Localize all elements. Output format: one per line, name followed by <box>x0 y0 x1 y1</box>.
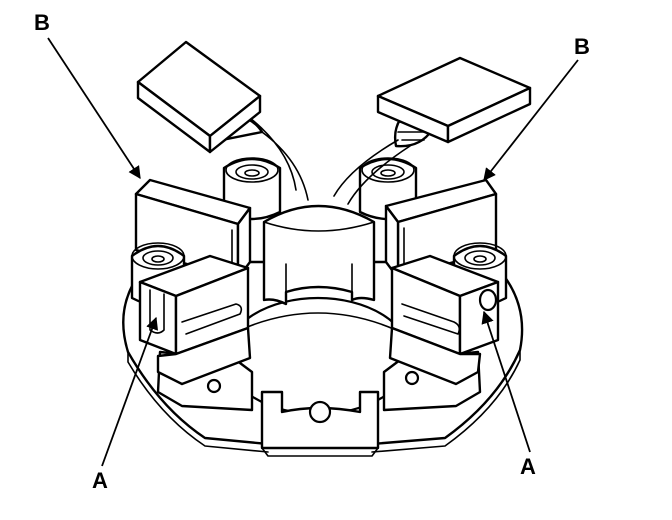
callout-a-right-label: A <box>520 454 536 479</box>
callout-a-left: A <box>92 316 159 493</box>
callout-b-right: B <box>483 34 590 181</box>
callout-b-right-label: B <box>574 34 590 59</box>
callout-a-left-label: A <box>92 468 108 493</box>
callout-b-left-label: B <box>34 10 50 35</box>
left-brush <box>136 40 262 154</box>
center-opening <box>224 296 412 416</box>
callout-a-right: A <box>481 310 536 479</box>
center-sleeve <box>262 204 376 306</box>
front-right-holder <box>388 254 500 386</box>
terminal-tab <box>260 390 380 457</box>
callout-b-left: B <box>34 10 141 180</box>
right-brush <box>376 56 532 144</box>
